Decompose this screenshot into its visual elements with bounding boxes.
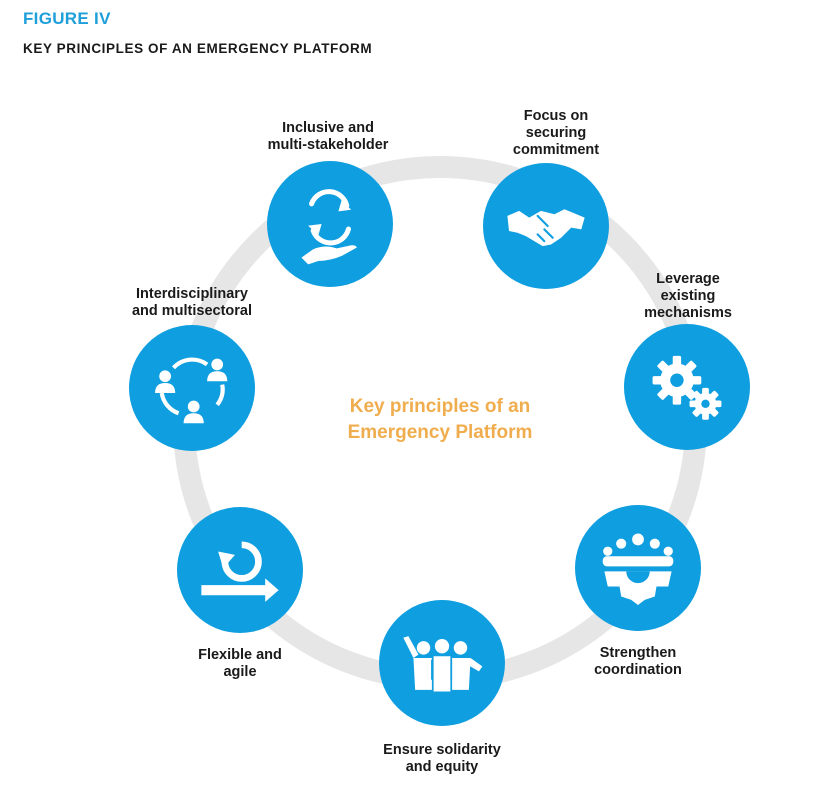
principle-label-line: and multisectoral bbox=[132, 303, 252, 319]
principle-circle bbox=[575, 505, 701, 631]
principle-label-line: Ensure solidarity bbox=[383, 742, 501, 758]
principle-label-line: agile bbox=[223, 664, 256, 680]
principle-label-line: mechanisms bbox=[644, 305, 732, 321]
principle-label-line: Focus on bbox=[524, 108, 588, 124]
principle-label-line: and equity bbox=[406, 759, 479, 775]
principle-circle bbox=[129, 325, 255, 451]
principle-label-line: commitment bbox=[513, 142, 599, 158]
principle-label-line: Leverage bbox=[656, 271, 720, 287]
principle-circle bbox=[267, 161, 393, 287]
principle-label-line: multi-stakeholder bbox=[268, 137, 389, 153]
center-title-line-1: Key principles of an bbox=[350, 396, 531, 417]
principle-label-line: coordination bbox=[594, 662, 682, 678]
principle-label-line: existing bbox=[661, 288, 716, 304]
principle-label-line: Interdisciplinary bbox=[136, 286, 248, 302]
figure-title: KEY PRINCIPLES OF AN EMERGENCY PLATFORM bbox=[23, 41, 373, 56]
figure-label: FIGURE IV bbox=[23, 9, 111, 28]
principle-circle bbox=[177, 507, 303, 633]
principle-label-line: securing bbox=[526, 125, 586, 141]
principle-label-line: Strengthen bbox=[600, 645, 677, 661]
principle-label-line: Flexible and bbox=[198, 647, 282, 663]
center-title-line-2: Emergency Platform bbox=[348, 422, 533, 443]
principle-label-line: Inclusive and bbox=[282, 120, 374, 136]
